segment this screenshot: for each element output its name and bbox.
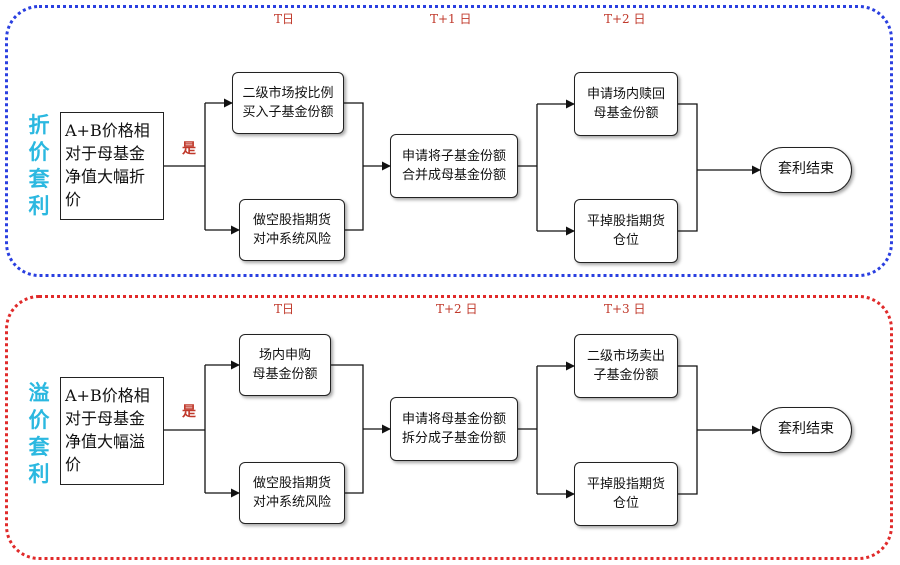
box-line: 做空股指期货 [252,213,331,228]
merge-request-box: 申请将子基金份额 合并成母基金份额 [390,134,518,198]
side-char: 套 [28,435,50,459]
day-label-t: T日 [274,302,295,316]
arbitrage-end-premium: 套利结束 [760,407,852,453]
condition-box-premium: A+B价格相对于母基金净值大幅溢价 [60,377,164,485]
subscribe-parent-fund-box: 场内申购 母基金份额 [239,334,331,396]
buy-sub-fund-box: 二级市场按比例 买入子基金份额 [232,72,344,134]
split-request-box: 申请将母基金份额 拆分成子基金份额 [390,397,518,461]
side-char: 套 [28,167,50,191]
box-line: 母基金份额 [593,106,659,121]
side-char: 价 [28,408,50,432]
box-line: 平掉股指期货 [586,477,665,492]
close-futures-box-discount: 平掉股指期货 仓位 [574,199,678,263]
box-line: 平掉股指期货 [586,214,665,229]
connector-line [331,364,364,494]
day-label-t2: T+2 日 [436,302,478,316]
redeem-parent-fund-box: 申请场内赎回 母基金份额 [574,72,678,136]
side-label-premium: 溢 价 套 利 [24,380,54,488]
box-line: 二级市场卖出 [586,349,665,364]
box-line: 仓位 [612,496,639,511]
box-line: 申请场内赎回 [586,87,665,102]
close-futures-box-premium: 平掉股指期货 仓位 [574,462,678,526]
box-line: 做空股指期货 [252,476,331,491]
day-label-t2: T+2 日 [604,12,646,26]
yes-label-discount: 是 [182,141,196,157]
condition-box-discount: A+B价格相对于母基金净值大幅折价 [60,112,164,220]
box-line: 母基金份额 [252,367,318,382]
day-label-t3: T+3 日 [604,302,646,316]
short-futures-box-premium: 做空股指期货 对冲系统风险 [239,462,345,524]
box-line: 仓位 [612,233,639,248]
box-line: 合并成母基金份额 [401,168,506,183]
connector-line [678,365,698,495]
box-line: 二级市场按比例 [242,86,334,101]
day-label-t1: T+1 日 [430,12,472,26]
premium-arbitrage-panel [5,295,893,560]
box-line: 买入子基金份额 [242,105,334,120]
short-futures-box-discount: 做空股指期货 对冲系统风险 [239,199,345,261]
box-line: 申请将子基金份额 [401,149,506,164]
connector-line [344,102,364,231]
sell-sub-fund-box: 二级市场卖出 子基金份额 [574,334,678,398]
side-char: 折 [28,113,50,137]
side-char: 利 [28,194,50,218]
box-line: 对冲系统风险 [252,232,331,247]
side-char: 价 [28,140,50,164]
connector-line [678,103,698,232]
box-line: 对冲系统风险 [252,495,331,510]
yes-label-premium: 是 [182,404,196,420]
side-label-discount: 折 价 套 利 [24,112,54,220]
side-char: 利 [28,462,50,486]
side-char: 溢 [28,381,50,405]
box-line: 子基金份额 [593,368,659,383]
box-line: 拆分成子基金份额 [401,431,506,446]
day-label-t: T日 [274,12,295,26]
discount-arbitrage-panel [5,5,893,277]
box-line: 场内申购 [258,348,311,363]
box-line: 申请将母基金份额 [401,412,506,427]
